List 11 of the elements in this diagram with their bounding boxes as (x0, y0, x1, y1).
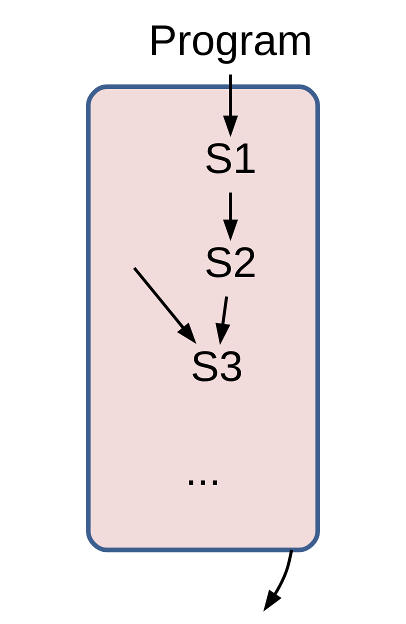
arrow (215, 296, 230, 345)
arrow (263, 550, 294, 612)
node-text: S3 (190, 342, 243, 391)
cluster (86, 84, 320, 552)
node-text: S2 (204, 238, 257, 287)
arrow (223, 74, 238, 138)
arrow (133, 267, 196, 344)
node-text: S1 (204, 134, 257, 183)
arrow (223, 192, 238, 242)
node-text: Program (148, 17, 313, 66)
label: ... (185, 446, 221, 495)
